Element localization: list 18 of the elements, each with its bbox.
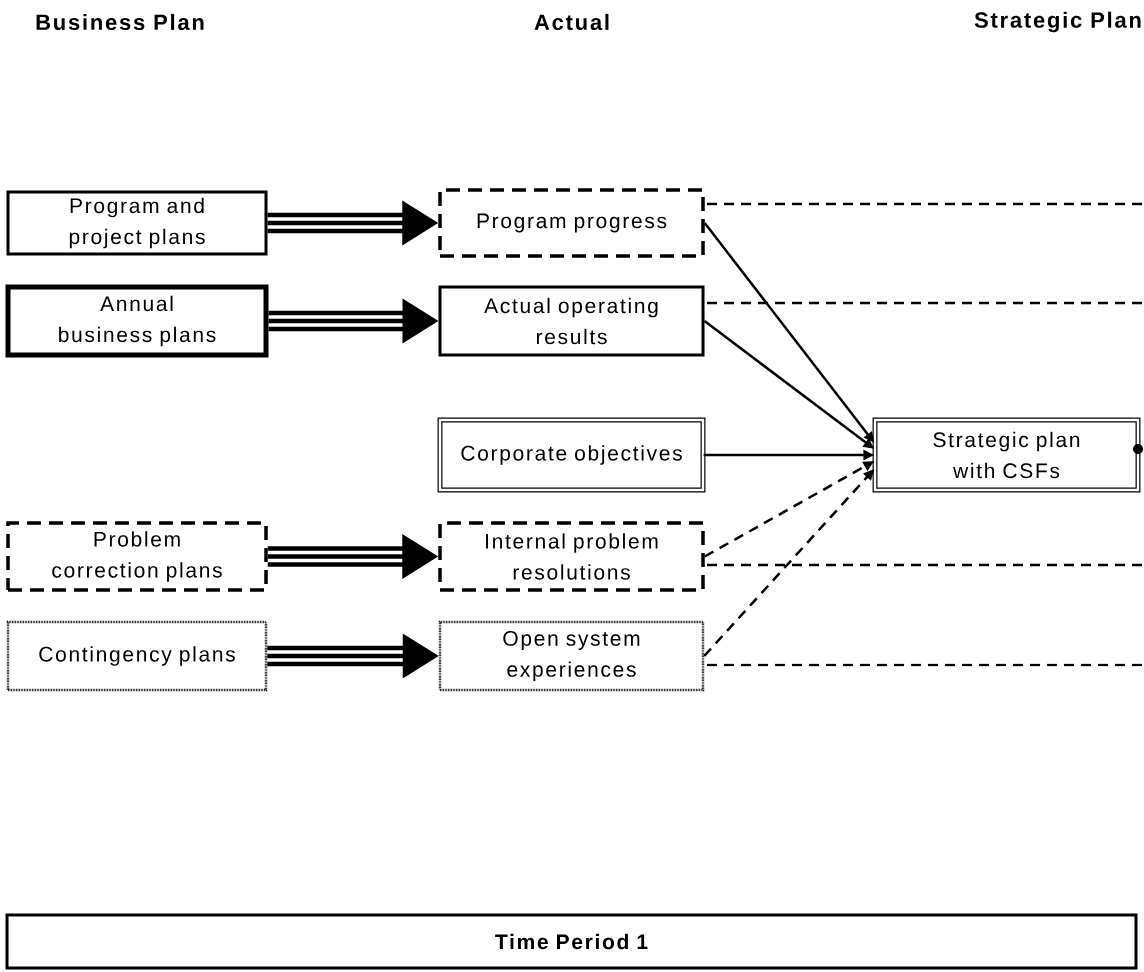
process-box: Annual business plans bbox=[5, 284, 269, 358]
connector-line bbox=[707, 563, 1144, 567]
process-box: Contingency plans bbox=[6, 620, 268, 692]
column-heading: Business Plan bbox=[36, 13, 204, 31]
connector-line bbox=[707, 202, 1144, 206]
process-box: Strategic plan with CSFs bbox=[872, 417, 1141, 493]
column-heading: Strategic Plan bbox=[974, 11, 1141, 33]
process-box: Internal problem resolutions bbox=[438, 521, 705, 592]
process-box: Open system experiences bbox=[438, 620, 705, 692]
time-period-bar: Time Period 1 bbox=[5, 913, 1138, 970]
process-box: Program progress bbox=[438, 188, 705, 258]
connector-line bbox=[707, 301, 1144, 305]
column-heading: Actual bbox=[534, 13, 609, 31]
connector-line bbox=[707, 663, 1144, 667]
process-box: Corporate objectives bbox=[437, 417, 706, 493]
process-box: Problem correction plans bbox=[6, 521, 268, 592]
process-box: Program and project plans bbox=[6, 190, 268, 256]
process-box: Actual operating results bbox=[438, 285, 705, 357]
